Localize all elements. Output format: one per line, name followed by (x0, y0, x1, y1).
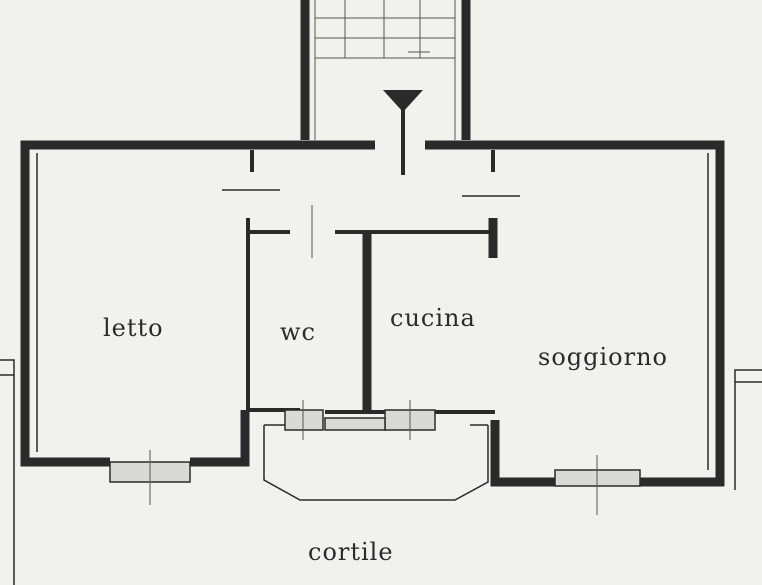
outer-walls (0, 140, 762, 585)
corridor-lines (222, 189, 520, 258)
window-wc (284, 409, 324, 431)
room-label-wc: wc (280, 318, 316, 346)
door-bay (324, 417, 386, 431)
courtyard-bay (263, 424, 489, 501)
windows (109, 400, 641, 515)
entrance-arrow-icon (383, 90, 423, 175)
outside-label-cortile: cortile (308, 538, 394, 566)
room-label-letto: letto (103, 314, 164, 342)
room-label-cucina: cucina (390, 304, 476, 332)
internal-walls (246, 218, 498, 414)
stairwell (300, 0, 471, 140)
room-label-soggiorno: soggiorno (538, 343, 668, 371)
